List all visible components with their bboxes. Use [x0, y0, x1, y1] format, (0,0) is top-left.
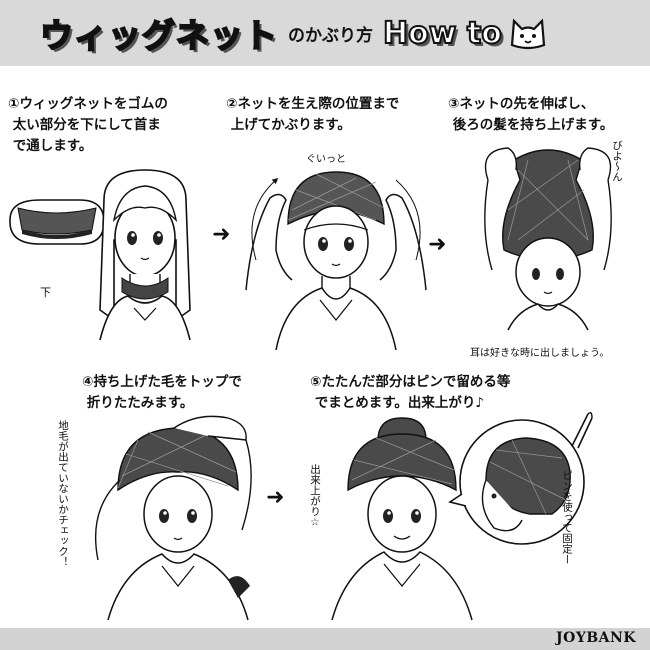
step-4-text: ④持ち上げた毛をトップで 折りたたみます。 — [82, 372, 242, 414]
step-5-text: ⑤たたんだ部分はピンで留める等 でまとめます。出来上がり♪ — [310, 372, 510, 414]
arrow-step4-to-5: ➜ — [266, 485, 285, 510]
page-title: ウィッグネット のかぶり方 How to — [39, 6, 548, 60]
header-banner: ウィッグネット のかぶり方 How to — [0, 0, 650, 66]
step-1-description: ウィッグネットをゴムの 太い部分を下にして首ま で通します。 — [12, 96, 168, 154]
step3-sfx: びよ～ん — [611, 140, 623, 182]
illustration-step-1 — [9, 169, 191, 341]
step-4-number: ④ — [82, 374, 94, 390]
illustration-step-3 — [484, 147, 612, 331]
step-3-description: ネットの先を伸ばし、 後ろの髪を持ち上げます。 — [452, 96, 614, 133]
step4-tip: 地毛が出ていないかチェック！ — [57, 420, 69, 567]
illustration-step-4 — [94, 415, 252, 621]
arrow-step1-to-2: ➜ — [212, 222, 231, 247]
step-3-text: ③ネットの先を伸ばし、 後ろの髪を持ち上げます。 — [448, 94, 613, 136]
step-2-text: ②ネットを生え際の位置まで 上げてかぶります。 — [226, 94, 399, 136]
title-how-to: How to — [382, 15, 503, 52]
step-5-number: ⑤ — [310, 374, 322, 390]
illustration-step-5 — [331, 411, 593, 621]
cat-face-icon — [510, 18, 545, 50]
bubble-label: 下 — [40, 286, 51, 299]
title-wig-net: ウィッグネット — [39, 15, 278, 56]
step-3-number: ③ — [448, 96, 460, 112]
step3-tip: 耳は好きな時に出しましょう。 — [470, 348, 610, 359]
arrow-step2-to-3: ➜ — [428, 232, 447, 257]
title-how-to-wear: のかぶり方 — [288, 25, 373, 46]
step-2-number: ② — [226, 96, 238, 112]
footer-bar: JOYBANK — [0, 628, 650, 650]
illustration-step-2 — [245, 171, 427, 351]
step5-pin-tip: ピンを使って固定ー — [561, 470, 573, 565]
step2-sfx: ぐいっと — [306, 154, 346, 165]
step-1-number: ① — [8, 96, 20, 112]
step-1-text: ①ウィッグネットをゴムの 太い部分を下にして首ま で通します。 — [8, 94, 168, 157]
step-5-description: たたんだ部分はピンで留める等 でまとめます。出来上がり♪ — [314, 374, 511, 411]
step-2-description: ネットを生え際の位置まで 上げてかぶります。 — [230, 96, 400, 133]
brand-logo: JOYBANK — [556, 630, 636, 646]
step-4-description: 持ち上げた毛をトップで 折りたたみます。 — [86, 374, 242, 411]
step5-done: 出来上がり☆ — [309, 464, 321, 529]
